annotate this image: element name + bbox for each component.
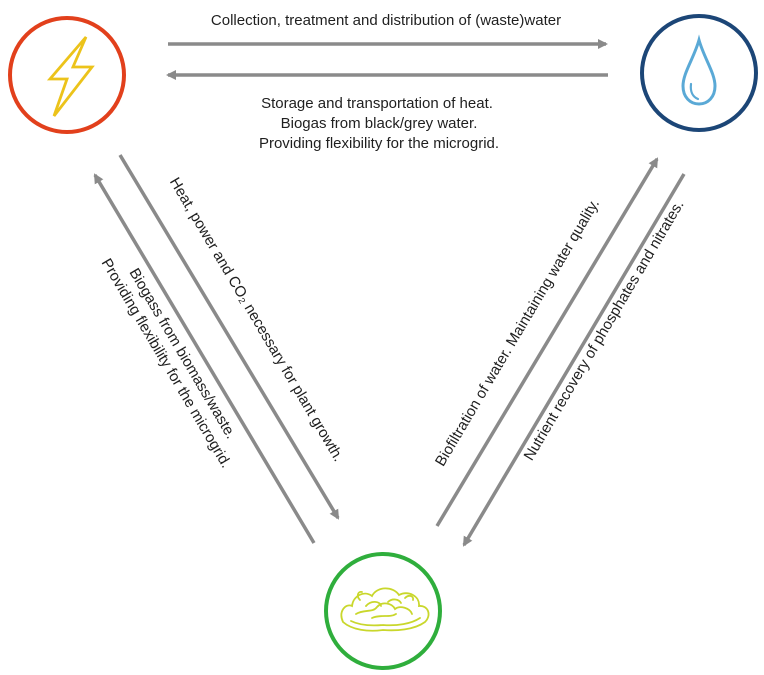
label-food-to-water: Biofiltration of water. Maintaining wate… <box>432 196 603 469</box>
food-node-circle <box>324 552 442 670</box>
lettuce-icon <box>340 587 430 632</box>
flow-arrows <box>93 39 686 547</box>
label-food-to-energy-line-1: Biogass from biomass/waste. <box>126 265 240 442</box>
label-water-to-energy-line-2: Biogas from black/grey water. <box>281 115 478 132</box>
water-node-circle <box>640 14 758 132</box>
label-water-to-energy-line-1: Storage and transportation of heat. <box>261 95 493 112</box>
arrow-food-to-water <box>435 157 659 527</box>
energy-node <box>8 16 126 134</box>
label-water-to-food: Nutrient recovery of phosphates and nitr… <box>521 197 688 463</box>
water-drop-icon <box>681 34 717 106</box>
arrow-energy-to-food <box>118 154 340 520</box>
label-energy-to-food-part-1: Heat, power and CO <box>166 175 250 301</box>
energy-node-circle <box>8 16 126 134</box>
label-food-to-energy-line-2: Providing flexibility for the microgrid. <box>98 256 235 471</box>
label-energy-to-water: Collection, treatment and distribution o… <box>211 12 561 29</box>
arrow-food-to-energy <box>93 173 316 544</box>
label-water-to-energy-line-3: Providing flexibility for the microgrid. <box>259 135 499 152</box>
label-water-to-energy: Storage and transportation of heat. Biog… <box>259 95 499 152</box>
arrow-water-to-food <box>462 173 686 547</box>
lightning-icon <box>46 36 95 117</box>
food-node <box>324 552 442 670</box>
water-node <box>640 14 758 132</box>
